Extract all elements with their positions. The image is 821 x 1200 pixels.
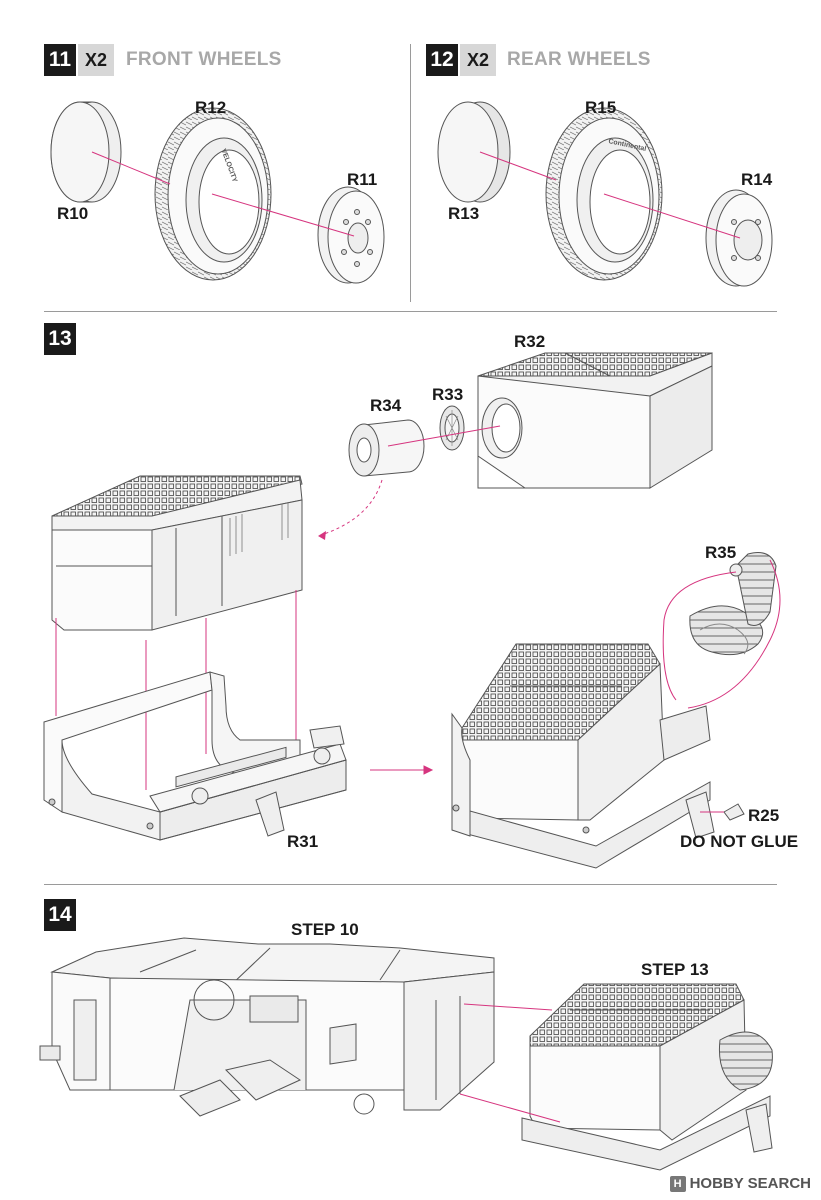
r14-rear-hub (705, 189, 773, 287)
r25-pin (700, 803, 745, 821)
r13-wheel-cover (437, 101, 511, 203)
part-label-r33: R33 (432, 385, 464, 404)
do-not-glue-note: DO NOT GLUE (680, 832, 799, 851)
r12-front-tire (154, 107, 272, 281)
section-divider-top (44, 311, 777, 312)
part-label-r31: R31 (287, 832, 319, 851)
r33-fan (439, 405, 465, 451)
part-label-r11: R11 (347, 170, 378, 189)
step-13-assembly (521, 983, 773, 1171)
r34-filter (348, 419, 425, 477)
step-11-quantity: X2 (78, 44, 114, 76)
step-11-leaders (91, 151, 355, 237)
step-12-leaders (479, 151, 741, 239)
step-10-reference: STEP 10 (291, 920, 359, 939)
part-label-r15: R15 (585, 98, 617, 117)
engine-box-left (51, 475, 303, 631)
r35-leader (662, 559, 781, 709)
step-13-result (451, 643, 715, 869)
step-10-cab (39, 937, 495, 1117)
engine-box-left-vents (229, 502, 289, 556)
step-12-number: 12 (426, 44, 458, 76)
step-12-title: REAR WHEELS (507, 49, 651, 70)
r31-chassis-tray (43, 671, 347, 841)
part-label-r10: R10 (57, 204, 89, 223)
r32-housing (477, 352, 713, 489)
column-divider (410, 44, 411, 302)
step-11-art (50, 101, 385, 284)
r11-front-hub (317, 186, 385, 284)
assembly-arrow (370, 765, 434, 775)
section-divider-bottom (44, 884, 777, 885)
r10-wheel-cover (50, 101, 122, 203)
step-11-title: FRONT WHEELS (126, 49, 282, 70)
step-14-leaders (459, 1003, 561, 1123)
part-label-r34: R34 (370, 396, 402, 415)
part-label-r35: R35 (705, 543, 737, 562)
part-label-r13: R13 (448, 204, 480, 223)
step-11-number: 11 (44, 44, 76, 76)
step-14-number: 14 (44, 899, 76, 931)
part-label-r32: R32 (514, 332, 546, 351)
part-label-r12: R12 (195, 98, 227, 117)
hobby-search-text: HOBBY SEARCH (689, 1175, 811, 1192)
r35-hose (689, 552, 777, 656)
hobby-search-logo-icon: H (669, 1175, 686, 1192)
step-13-leaders (317, 425, 501, 540)
step-12-quantity: X2 (460, 44, 496, 76)
step-13-number: 13 (44, 323, 76, 355)
hobby-search-watermark: H HOBBY SEARCH (669, 1175, 811, 1192)
part-label-r14: R14 (741, 170, 773, 189)
part-label-r25: R25 (748, 806, 780, 825)
step-13-reference: STEP 13 (641, 960, 709, 979)
